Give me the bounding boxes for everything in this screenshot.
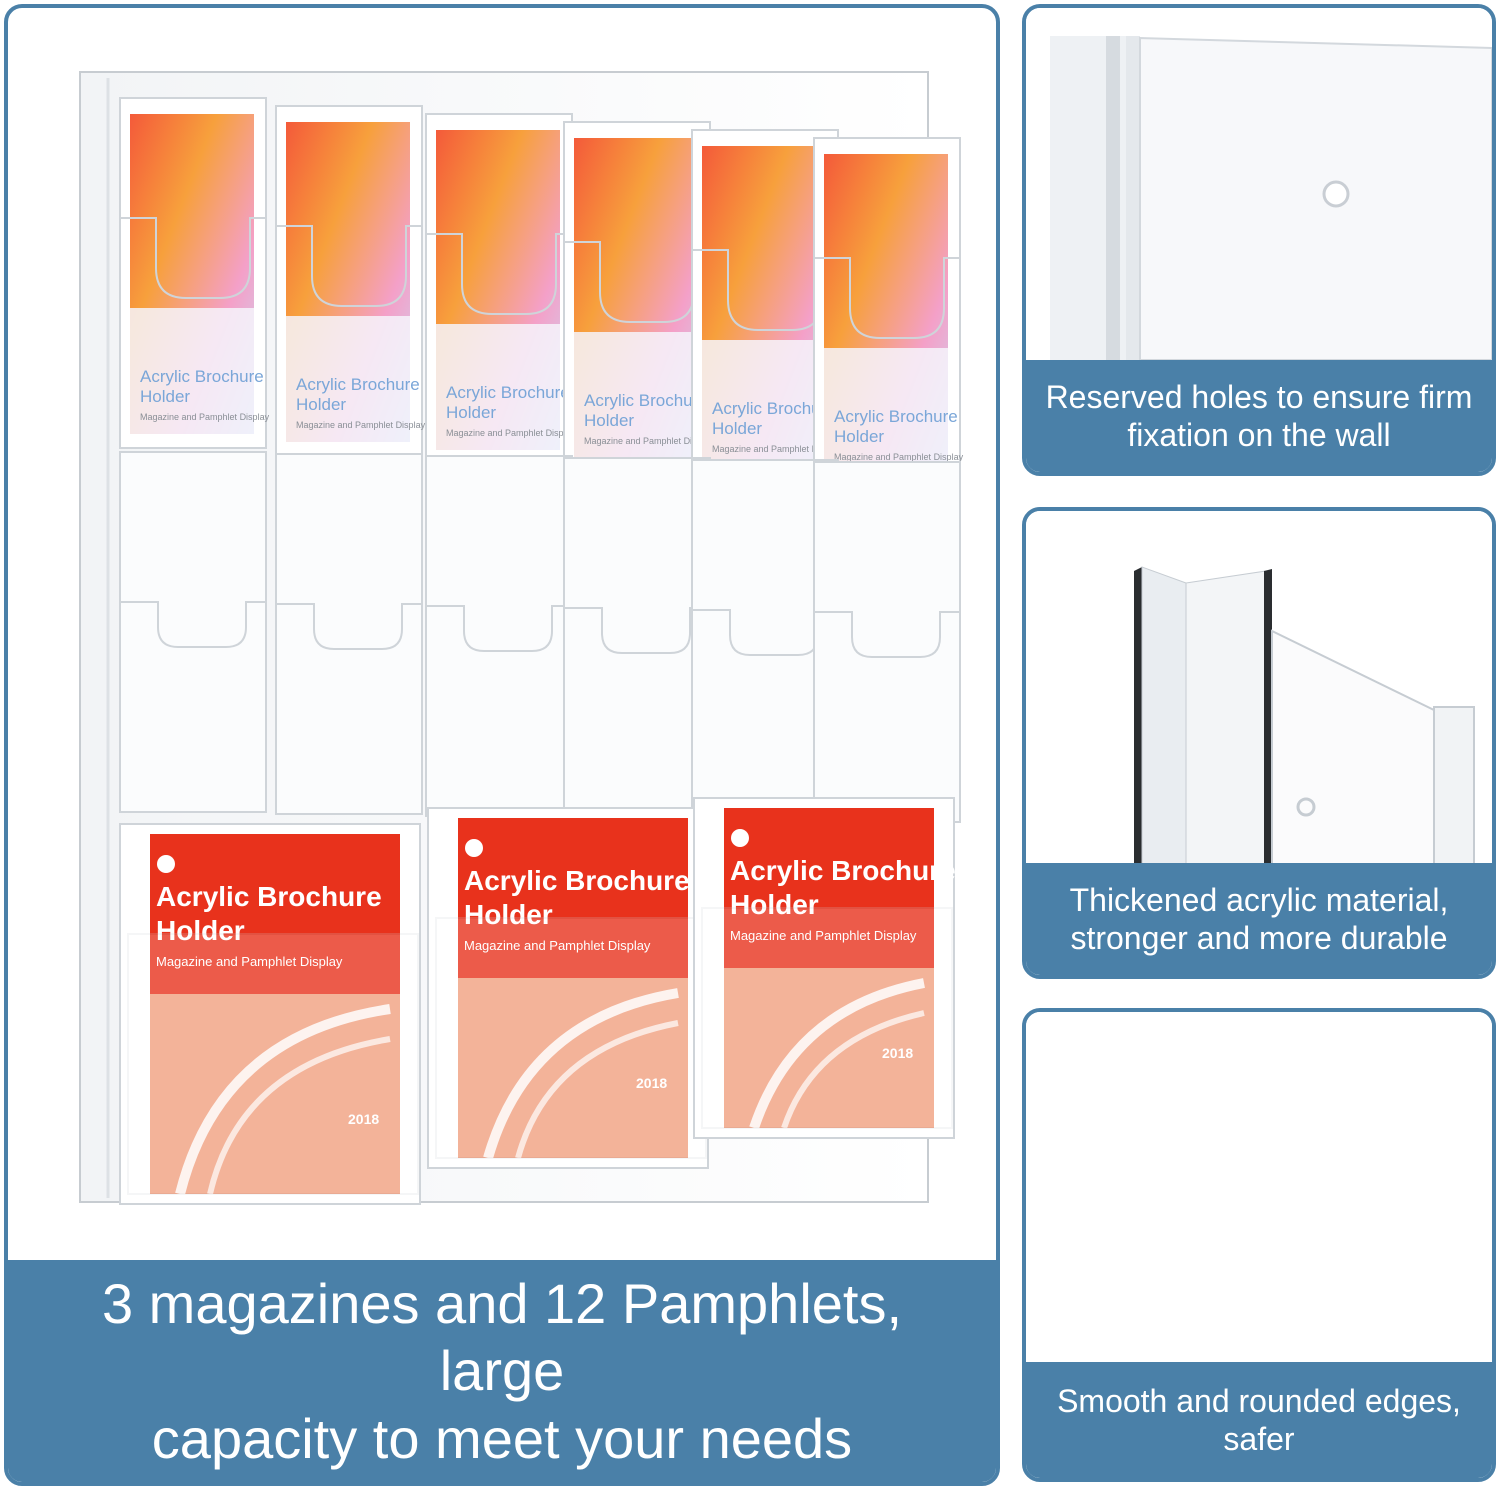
main-caption-line-2: capacity to meet your needs [151,1406,853,1470]
feature-1-line-1: Reserved holes to ensure firm [1045,378,1473,415]
feature-3-line-1: Smooth and rounded edges, [1057,1382,1461,1419]
acrylic-thickness-closeup [1026,511,1492,865]
main-caption-line-1: 3 magazines and 12 Pamphlets, large [101,1272,903,1403]
magazine-title: Acrylic Brochure [464,865,690,896]
pamphlet-title-2: Holder [584,411,634,430]
magazine-year: 2018 [882,1045,913,1061]
pamphlet-subtitle: Magazine and Pamphlet Display [584,436,714,446]
pamphlet-title: Acrylic Brochure [584,391,708,410]
pamphlet-title: Acrylic Brochure [712,399,836,418]
feature-panel-holes: Reserved holes to ensure firm fixation o… [1022,4,1496,476]
pamphlet-title-2: Holder [140,387,190,406]
hole-icon [1296,797,1316,817]
pamphlet-title: Acrylic Brochure [140,367,264,386]
pamphlet-subtitle: Magazine and Pamphlet Display [140,412,270,422]
feature-3-line-2: safer [1223,1421,1295,1457]
feature-panel-edges: Smooth and rounded edges, safer [1022,1008,1496,1482]
feature-panel-thickness: Thickened acrylic material, stronger and… [1022,507,1496,979]
main-caption: 3 magazines and 12 Pamphlets, large capa… [8,1260,996,1482]
empty-pamphlet-slot [425,455,573,817]
logo-icon [465,839,483,857]
feature-2-line-1: Thickened acrylic material, [1069,881,1449,918]
magazine-subtitle: Magazine and Pamphlet Display [464,938,651,953]
pamphlet-title-2: Holder [296,395,346,414]
magazine-year: 2018 [348,1111,379,1127]
pamphlet-subtitle: Magazine and Pamphlet Display [712,444,842,454]
feature-caption-1: Reserved holes to ensure firm fixation o… [1026,360,1492,472]
pamphlet-subtitle: Magazine and Pamphlet Display [296,420,426,430]
feature-1-line-2: fixation on the wall [1127,417,1391,453]
pamphlet-subtitle: Magazine and Pamphlet Display [446,428,576,438]
pamphlet-title-2: Holder [834,427,884,446]
logo-icon [157,855,175,873]
magazine-subtitle: Magazine and Pamphlet Display [156,954,343,969]
pamphlet-row-middle [119,451,961,823]
pamphlet-title: Acrylic Brochure [834,407,958,426]
magazine-year: 2018 [636,1075,667,1091]
feature-caption-2: Thickened acrylic material, stronger and… [1026,863,1492,975]
wall-hole-closeup [1026,8,1492,360]
magazine-subtitle: Magazine and Pamphlet Display [730,928,917,943]
edges-image-area [1026,1012,1492,1362]
empty-pamphlet-slot [275,453,423,815]
feature-caption-3: Smooth and rounded edges, safer [1026,1362,1492,1478]
pamphlet-title-2: Holder [446,403,496,422]
magazine-title-2: Holder [730,889,819,920]
logo-icon [731,829,749,847]
pamphlet-title: Acrylic Brochure [296,375,420,394]
magazine-title-2: Holder [464,899,553,930]
magazine-title: Acrylic Brochure [730,855,956,886]
magazine-title-2: Holder [156,915,245,946]
pamphlet-title-2: Holder [712,419,762,438]
pamphlet-title: Acrylic Brochure [446,383,570,402]
empty-pamphlet-slot [563,457,711,819]
empty-pamphlet-slot [813,461,961,823]
empty-pamphlet-slot [119,451,267,813]
pamphlet-subtitle: Magazine and Pamphlet Display [834,452,964,462]
mounting-hole-icon [1322,180,1350,208]
feature-2-line-2: stronger and more durable [1070,920,1448,956]
magazine-title: Acrylic Brochure [156,881,382,912]
